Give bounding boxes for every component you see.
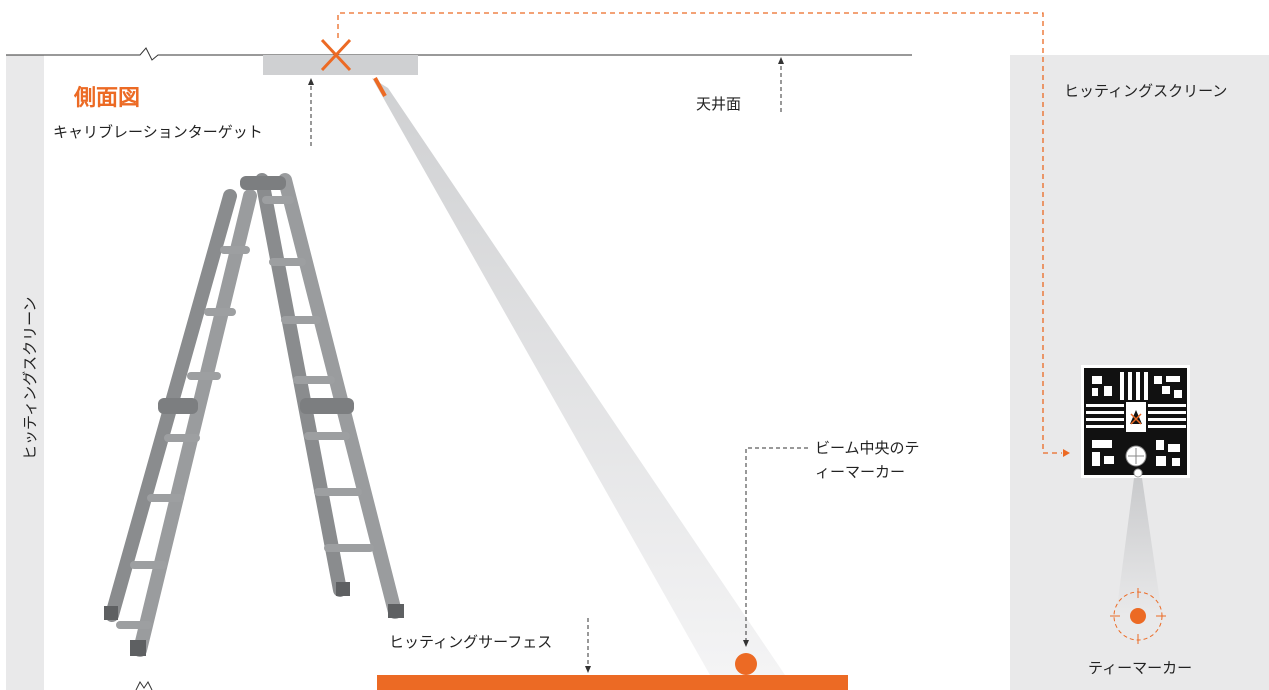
floor-break-mark: [135, 681, 153, 690]
hitting-screen-label-right: ヒッティングスクリーン: [1064, 82, 1228, 100]
connector-arrow-icon: [1063, 449, 1070, 457]
beam-center-arrow-icon: [743, 640, 749, 647]
mini-beam: [1116, 478, 1162, 615]
ceiling-label: 天井面: [696, 95, 742, 113]
ceiling-arrow-icon: [778, 57, 784, 64]
hitting-surface: [377, 675, 848, 690]
calibration-target-block: [263, 55, 418, 75]
connector-dashed-line: [337, 12, 1062, 454]
beam-center-tee-label-2: ィーマーカー: [815, 463, 906, 481]
beam-center-tee-dot: [735, 653, 757, 675]
light-beam: [372, 78, 785, 675]
beam-center-leader: [745, 447, 808, 640]
hitting-surface-label: ヒッティングサーフェス: [389, 633, 553, 651]
tee-marker-label: ティーマーカー: [1088, 659, 1193, 677]
calibration-target-pattern: [1081, 365, 1190, 478]
beam-center-tee-label-1: ビーム中央のテ: [815, 439, 920, 457]
left-hitting-screen: [6, 55, 44, 690]
ladder-illustration: [104, 173, 404, 657]
calib-arrow-icon: [308, 78, 314, 85]
hitting-screen-label-left: ヒッティングスクリーン: [21, 296, 39, 460]
calibration-target-label: キャリブレーションターゲット: [53, 123, 263, 141]
mini-beam-source: [1133, 468, 1143, 478]
ceiling-line: [6, 47, 912, 61]
side-view-title: 側面図: [74, 86, 141, 111]
target-x-icon: [320, 38, 352, 72]
tee-marker-icon: [1110, 588, 1166, 644]
beam-orange-start: [373, 77, 387, 97]
surface-arrow-icon: [585, 666, 591, 673]
